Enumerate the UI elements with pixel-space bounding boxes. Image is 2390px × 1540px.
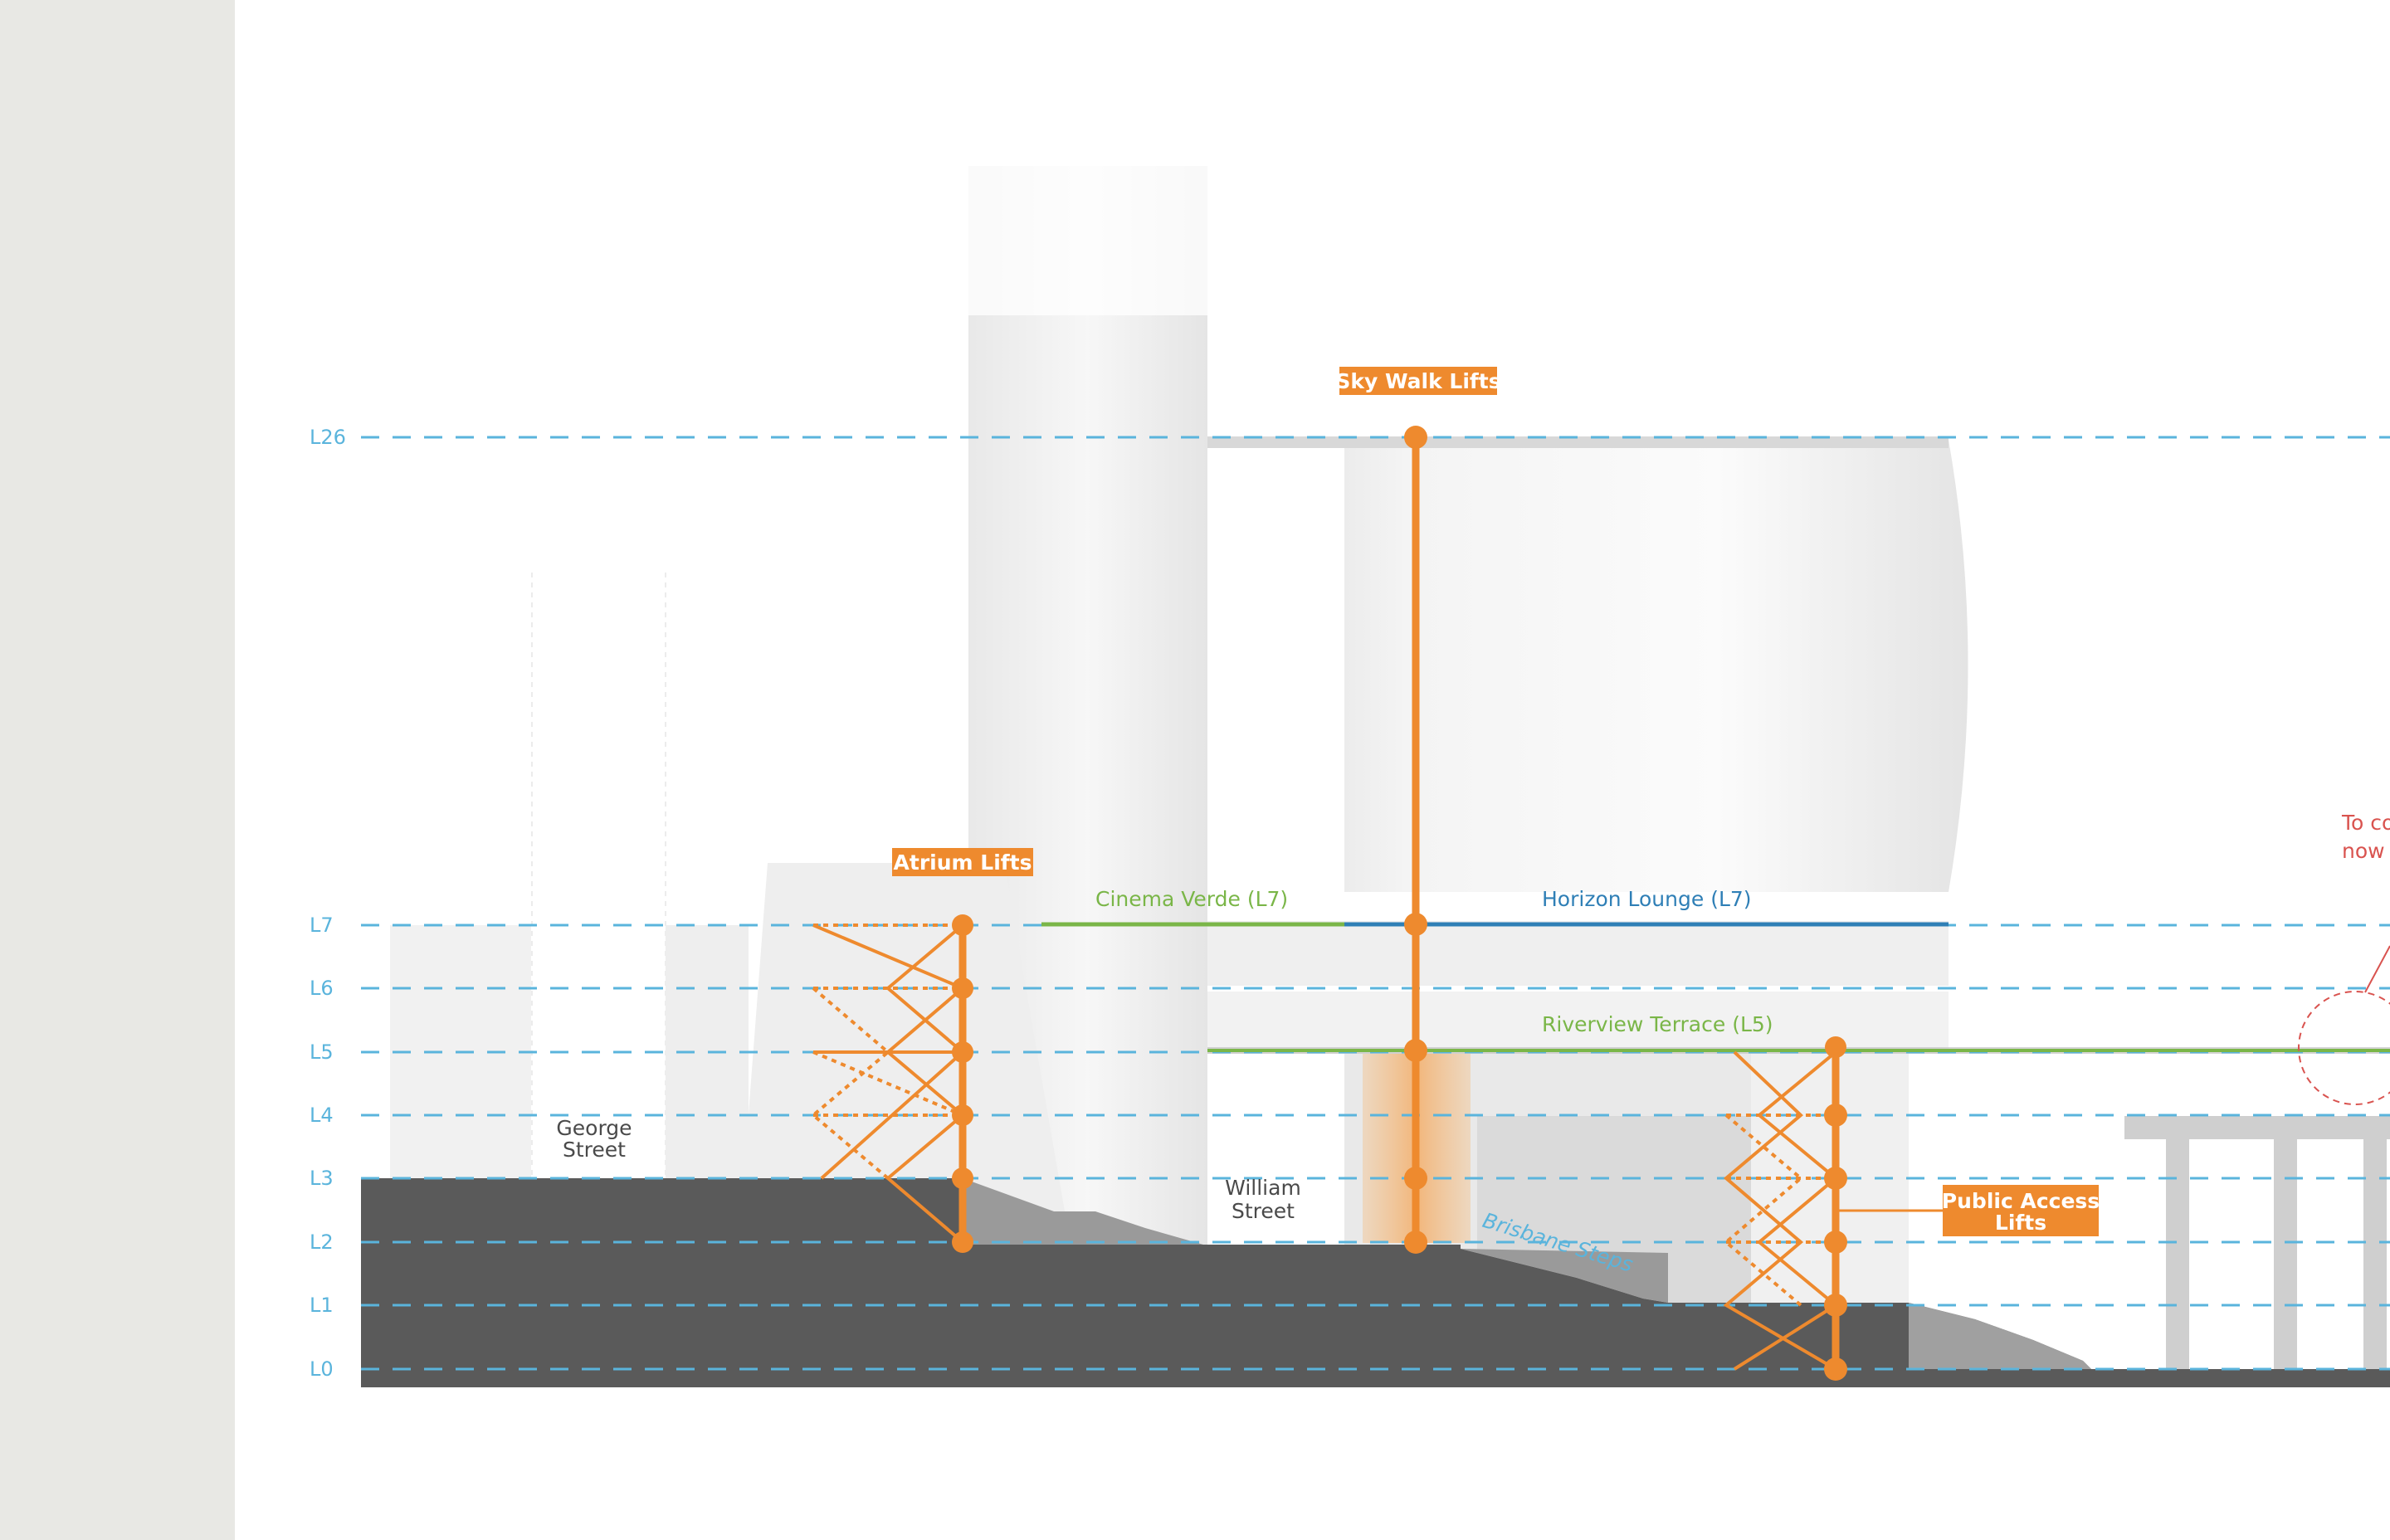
lift-tags: Sky Walk Lifts Atrium Lifts Public Acces… (892, 367, 2100, 1236)
left-margin-panel (0, 0, 235, 1540)
ground (361, 1178, 2390, 1387)
public-access-stop (1824, 1294, 1847, 1317)
public-access-stop (1824, 1104, 1847, 1127)
public-access-tag-line1: Public Access (1942, 1189, 2100, 1213)
atrium-stop (952, 914, 973, 936)
george-street-line1: George (556, 1116, 632, 1140)
public-access-escalator (1723, 1050, 1837, 1371)
ramp-right (1909, 1303, 2091, 1369)
sky-walk-stop (1404, 913, 1427, 936)
public-access-stop (1824, 1167, 1847, 1190)
level-labels: L26 L7 L6 L5 L4 L3 L2 L1 L0 (310, 426, 346, 1381)
sky-walk-tag (1339, 367, 1497, 395)
atrium-stop (952, 977, 973, 999)
callout-circle (2298, 991, 2390, 1105)
tall-tower-fade (968, 166, 1207, 315)
ground-mass (361, 1178, 2390, 1387)
level-label-l0: L0 (310, 1357, 334, 1381)
william-street-line2: Street (1232, 1199, 1295, 1223)
level-label-l4: L4 (310, 1104, 334, 1127)
sky-walk-stop (1404, 426, 1427, 449)
george-street-line2: Street (563, 1138, 626, 1162)
atrium-escalator (820, 924, 966, 1180)
podium-band-l7 (1207, 921, 1949, 986)
public-access-tag (1943, 1185, 2099, 1236)
sky-walk-stop (1404, 1167, 1427, 1190)
william-street-line1: William (1225, 1176, 1301, 1200)
atrium-lifts (810, 914, 973, 1253)
sky-walk-stop (1404, 1039, 1427, 1062)
podium-band-l6 (1207, 992, 1949, 1050)
sky-walk-lifts (1404, 426, 1427, 1254)
red-callout: To co now (2298, 811, 2390, 1105)
atrium-tag (892, 848, 1033, 876)
sky-block (1344, 440, 1968, 892)
sky-walk-deck (1207, 436, 1949, 448)
level-label-l1: L1 (310, 1294, 334, 1317)
atrium-stop (952, 1167, 973, 1189)
sky-walk-stop (1404, 1231, 1427, 1254)
atrium-tag-label: Atrium Lifts (894, 850, 1032, 875)
brisbane-steps-ramp (1461, 1249, 1668, 1303)
public-access-lifts (1723, 1036, 1946, 1381)
cinema-verde-label: Cinema Verde (L7) (1095, 887, 1288, 911)
right-structure-column (2166, 1139, 2189, 1369)
public-access-stop (1825, 1036, 1846, 1058)
callout-text-line2: now (2342, 839, 2385, 863)
callout-leader (2364, 945, 2390, 993)
atrium-stop (952, 1041, 973, 1063)
right-structure-column (2274, 1139, 2297, 1369)
atrium-stop (952, 1104, 973, 1126)
atrium-stop (952, 1231, 973, 1253)
level-label-l26: L26 (310, 426, 346, 449)
right-structure-beam (2124, 1116, 2390, 1139)
level-label-l3: L3 (310, 1167, 334, 1190)
horizon-lounge-label: Horizon Lounge (L7) (1542, 887, 1752, 911)
destination-labels: Cinema Verde (L7) Horizon Lounge (L7) Ri… (1095, 887, 1773, 1036)
callout-text-line1: To co (2341, 811, 2390, 835)
level-label-l2: L2 (310, 1231, 334, 1254)
public-access-tag-line2: Lifts (1995, 1211, 2046, 1235)
level-label-l7: L7 (310, 914, 334, 937)
level-label-l5: L5 (310, 1040, 334, 1064)
public-access-escalator (1733, 1050, 1839, 1371)
buildings (390, 166, 2390, 1369)
public-access-stop (1824, 1231, 1847, 1254)
ramp-left (963, 1178, 1203, 1245)
riverview-terrace-label: Riverview Terrace (L5) (1542, 1012, 1773, 1036)
level-label-l6: L6 (310, 977, 334, 1000)
right-structure-column (2363, 1139, 2387, 1369)
atrium-escalator-dashed (812, 1050, 963, 1117)
sky-walk-tag-label: Sky Walk Lifts (1335, 369, 1500, 393)
public-access-stop (1824, 1357, 1847, 1381)
